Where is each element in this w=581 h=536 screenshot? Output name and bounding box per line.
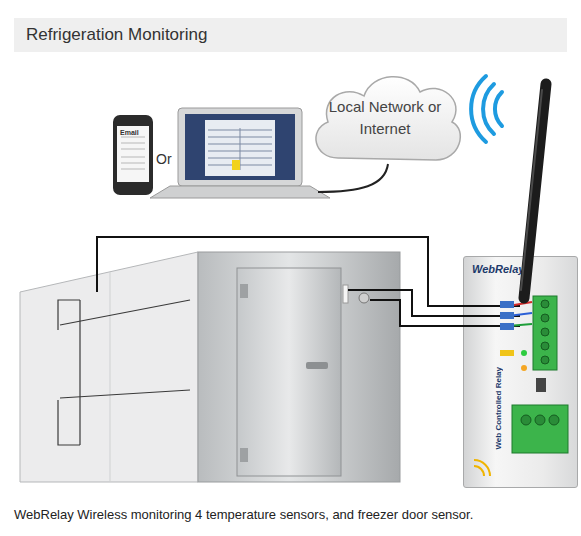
phone-form-lines <box>121 137 145 169</box>
input-tags <box>500 301 514 330</box>
cloud-outline <box>306 66 464 170</box>
connector-word: Or <box>156 151 172 167</box>
node-text: WebRelay <box>472 263 524 275</box>
title-bar <box>14 18 567 52</box>
phone: Email <box>113 115 153 195</box>
screen-indicator <box>232 160 240 170</box>
status-leds <box>500 350 546 392</box>
vent <box>359 293 369 303</box>
network-cable <box>318 164 388 192</box>
radio-waves <box>471 76 502 142</box>
terminal-leads <box>508 302 532 326</box>
node-text: Email <box>120 129 139 136</box>
temperature-probes <box>58 300 190 445</box>
laptop-base <box>150 186 330 198</box>
figure-caption: WebRelay Wireless monitoring 4 temperatu… <box>14 507 574 522</box>
door-hinge <box>240 448 248 462</box>
terminal-screws <box>541 300 549 364</box>
freezer-front-wall <box>198 252 400 482</box>
panel-seam <box>110 272 111 482</box>
door-sensor <box>343 285 348 303</box>
laptop-lid <box>178 108 302 186</box>
node-subtext: Web Controlled Relay <box>494 367 503 450</box>
node-text: Local Network or Internet <box>324 96 446 140</box>
freezer-side-wall <box>20 252 198 482</box>
door-hinge <box>240 284 248 298</box>
antenna <box>524 84 546 298</box>
power-screws <box>521 415 559 425</box>
webrelay-device: WebRelayWeb Controlled Relay <box>463 256 578 488</box>
terminal-block <box>533 296 557 370</box>
door-handle <box>306 362 328 369</box>
sensor-wires <box>97 237 520 326</box>
wireless-icon <box>474 460 490 476</box>
screen-window <box>205 120 275 176</box>
antenna-highlight <box>521 90 542 290</box>
page-title: Refrigeration Monitoring <box>26 25 207 45</box>
cloud-shape <box>316 77 460 160</box>
cloud: Local Network or Internet <box>306 66 464 170</box>
power-terminal-block <box>512 405 568 453</box>
laptop-screen <box>185 114 295 180</box>
freezer-door <box>237 268 341 476</box>
screen-table <box>208 128 272 170</box>
